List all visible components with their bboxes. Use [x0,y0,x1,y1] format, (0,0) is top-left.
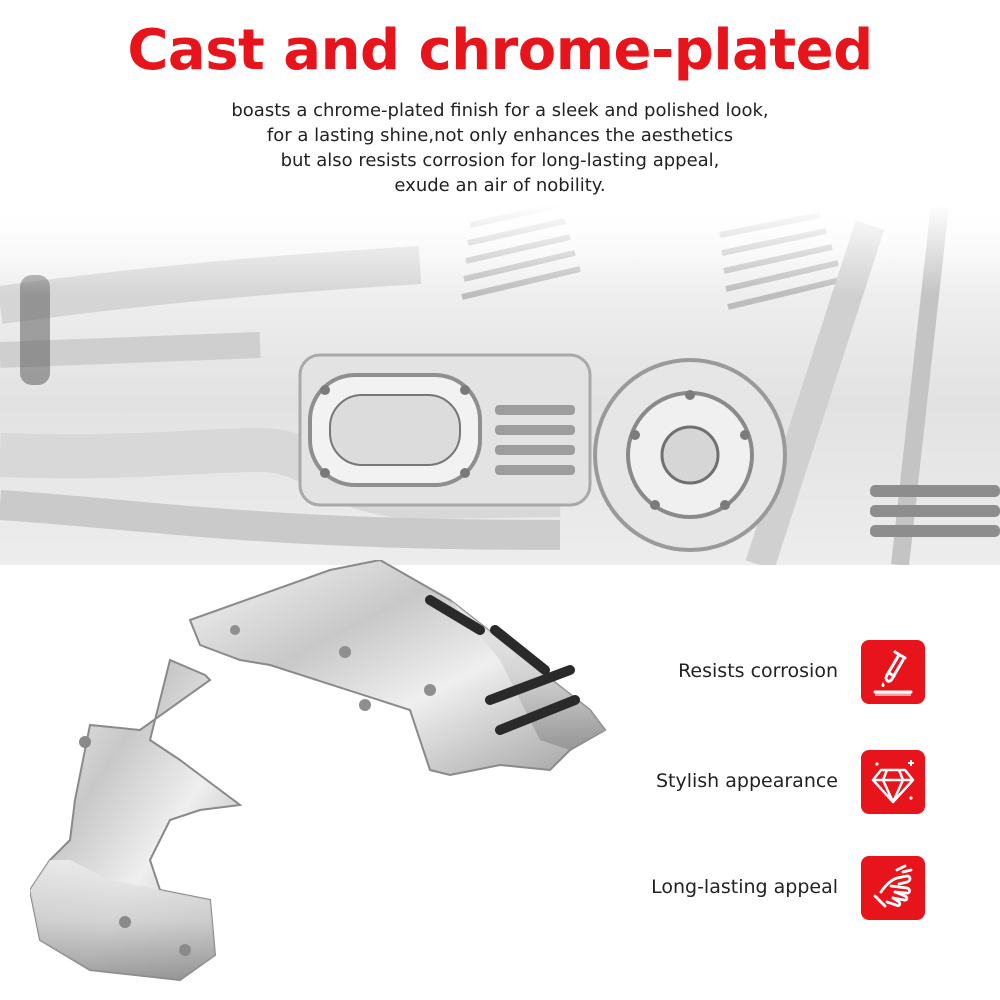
headline: Cast and chrome-plated [127,18,873,83]
feature-item-long-lasting-appeal: Long-lasting appeal [600,856,930,920]
engine-illustration [0,205,1000,565]
hand-grip-icon [861,856,925,920]
description-line: but also resists corrosion for long-last… [280,150,720,171]
feature-label: Stylish appearance [655,770,838,792]
description-line: boasts a chrome-plated finish for a slee… [231,100,769,121]
motorcycle-engine-photo [0,205,1000,565]
chrome-cover-parts [28,558,607,982]
feature-item-resists-corrosion: Resists corrosion [600,640,930,704]
feature-label: Long-lasting appeal [651,876,838,898]
feature-label: Resists corrosion [678,660,838,682]
description: boasts a chrome-plated finish for a slee… [0,98,1000,198]
feature-item-stylish-appearance: Stylish appearance [600,750,930,814]
diamond-icon [861,750,925,814]
description-line: for a lasting shine,not only enhances th… [266,125,734,146]
corrosion-test-tube-icon [861,640,925,704]
photo-fade [0,205,1000,295]
description-line: exude an air of nobility. [394,175,606,196]
cover-parts-image [28,558,630,990]
